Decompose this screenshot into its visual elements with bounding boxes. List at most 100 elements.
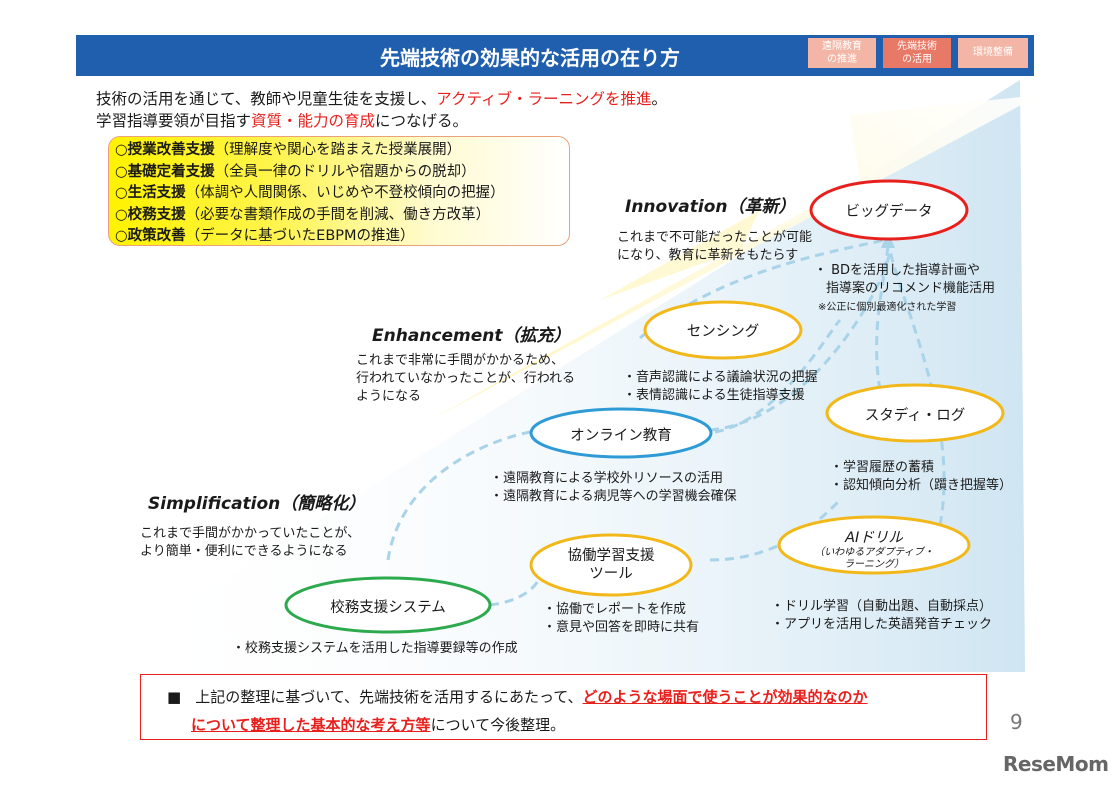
online-bullets: ・遠隔教育による学校外リソースの活用 ・遠隔教育による病児等への学習機会確保 <box>490 470 737 506</box>
collab-label-line: ツール <box>589 566 633 582</box>
node-ellipses <box>284 179 1005 634</box>
desc-line: ようになる <box>356 389 422 404</box>
support-item: ○基礎定着支援（全員一律のドリルや宿題からの脱却） <box>115 162 505 184</box>
aidrill-bullets: ・ドリル学習（自動出題、自動採点） ・アプリを活用した英語発音チェック <box>771 598 992 634</box>
bullet-line: ・表情認識による生徒指導支援 <box>623 388 805 403</box>
intro-text-part: 。 <box>651 90 668 108</box>
bullet-line: ・学習履歴の蓄積 <box>830 460 935 475</box>
intro-highlight: 資質・能力の育成 <box>251 112 376 130</box>
square-bullet-icon: ■ <box>167 688 182 706</box>
collab-ellipse <box>529 533 693 597</box>
intro-text-part: につなげる。 <box>375 112 469 130</box>
enhancement-heading: Enhancement（拡充） <box>372 326 571 346</box>
studylog-ellipse <box>825 383 1005 443</box>
tab-remote-education[interactable]: 遠隔教育 の推進 <box>808 38 876 68</box>
aidrill-title: AIドリル <box>845 530 903 546</box>
desc-line: これまで手間がかかっていたことが、 <box>140 526 361 541</box>
desc-line: これまで不可能だったことが可能 <box>617 230 813 245</box>
page-number: 9 <box>1010 710 1023 734</box>
aidrill-ellipse <box>777 515 971 575</box>
simplification-desc: これまで手間がかかっていたことが、 より簡単・便利にできるようになる <box>140 525 360 561</box>
innovation-desc: これまで不可能だったことが可能 になり、教育に革新をもたらす <box>617 229 812 265</box>
bullet-line: ・認知傾向分析（躓き把握等） <box>830 478 1013 493</box>
yellow-wedge-small <box>600 210 760 300</box>
page-title: 先端技術の効果的な活用の在り方 <box>380 46 680 70</box>
support-item-title: ○校務支援 <box>115 206 186 223</box>
bullet-line: ・遠隔教育による学校外リソースの活用 <box>490 471 723 486</box>
studylog-bullets: ・学習履歴の蓄積 ・認知傾向分析（躓き把握等） <box>830 459 1012 495</box>
bullet-line: ・アプリを活用した英語発音チェック <box>771 617 993 632</box>
desc-line: 行われていなかったことが、行われる <box>356 371 576 386</box>
support-item: ○生活支援（体調や人間関係、いじめや不登校傾向の把握） <box>115 183 505 205</box>
intro-highlight: アクティブ・ラーニングを推進 <box>436 90 652 108</box>
summary-part: 上記の整理に基づいて、先端技術を活用するにあたって、 <box>195 688 583 706</box>
bigdata-note: ※公正に個別最適化された学習 <box>818 302 957 313</box>
bullet-line: ・ BDを活用した指導計画や <box>814 263 981 278</box>
summary-highlight: どのような場面で使うことが効果的なのか <box>582 688 868 706</box>
tab-label: 先端技術 の活用 <box>897 41 937 65</box>
bullet-line: ・ドリル学習（自動出題、自動採点） <box>771 599 993 614</box>
support-item-title: ○基礎定着支援 <box>115 163 215 180</box>
bullet-line: ・音声認識による議論状況の把握 <box>623 370 818 385</box>
sensing-ellipse <box>643 300 803 360</box>
support-item-title: ○授業改善支援 <box>115 142 215 158</box>
bigdata-bullets: ・ BDを活用した指導計画や 指導案のリコメンド機能活用 ※公正に個別最適化され… <box>814 262 995 313</box>
support-list-box: ○授業改善支援（理解度や関心を踏まえた授業展開） ○基礎定着支援（全員一律のドリ… <box>108 136 570 246</box>
aidrill-label: AIドリル （いわゆるアダプティブ・ ラーニング） <box>779 526 969 571</box>
aidrill-sub: （いわゆるアダプティブ・ <box>814 547 934 558</box>
intro-text: 技術の活用を通じて、教師や児童生徒を支援し、アクティブ・ラーニングを推進。 学習… <box>96 88 667 132</box>
admin-label: 校務支援システム <box>330 600 446 616</box>
blue-wedge <box>110 80 1025 672</box>
admin-ellipse <box>284 576 492 634</box>
enhancement-desc: これまで非常に手間がかかるため、 行われていなかったことが、行われる ようになる <box>356 352 575 406</box>
tab-label: 環境整備 <box>973 47 1013 58</box>
summary-box: ■ 上記の整理に基づいて、先端技術を活用するにあたって、どのような場面で使うことが… <box>140 674 987 740</box>
support-item-desc: （必要な書類作成の手間を削減、働き方改革） <box>185 206 491 223</box>
support-item-desc: （体調や人間関係、いじめや不登校傾向の把握） <box>185 185 505 201</box>
tab-environment[interactable]: 環境整備 <box>958 38 1028 68</box>
support-item: ○校務支援（必要な書類作成の手間を削減、働き方改革） <box>115 205 505 227</box>
support-item: ○政策改善（データに基づいたEBPMの推進） <box>115 226 505 248</box>
summary-highlight: について整理した基本的な考え方等 <box>191 716 431 734</box>
bullet-line: ・協働でレポートを作成 <box>543 602 687 617</box>
support-item-title: ○政策改善 <box>115 228 186 244</box>
support-item-desc: （データに基づいたEBPMの推進） <box>185 228 415 244</box>
support-item: ○授業改善支援（理解度や関心を踏まえた授業展開） <box>115 140 505 162</box>
innovation-heading: Innovation（革新） <box>625 197 796 217</box>
tab-advanced-tech[interactable]: 先端技術 の活用 <box>883 38 951 68</box>
bullet-line: 指導案のリコメンド機能活用 <box>826 281 996 296</box>
online-label: オンライン教育 <box>570 428 672 444</box>
studylog-label: スタディ・ログ <box>864 408 966 424</box>
collab-label-line: 協働学習支援 <box>567 548 655 564</box>
intro-line-2: 学習指導要領が目指す資質・能力の育成につなげる。 <box>96 110 667 132</box>
support-item-title: ○生活支援 <box>115 185 186 201</box>
bullet-line: ・校務支援システムを活用した指導要録等の作成 <box>232 641 518 656</box>
aidrill-sub: ラーニング） <box>844 559 904 570</box>
support-item-desc: （理解度や関心を踏まえた授業展開） <box>214 142 462 158</box>
bullet-line: ・遠隔教育による病児等への学習機会確保 <box>490 489 737 504</box>
tab-label: 遠隔教育 の推進 <box>822 41 862 65</box>
support-item-desc: （全員一律のドリルや宿題からの脱却） <box>214 163 476 180</box>
desc-line: になり、教育に革新をもたらす <box>617 248 799 263</box>
sensing-label: センシング <box>686 324 760 340</box>
bigdata-ellipse <box>809 179 969 241</box>
collab-label: 協働学習支援 ツール <box>531 547 691 583</box>
summary-part: について今後整理。 <box>430 716 566 734</box>
collab-bullets: ・協働でレポートを作成 ・意見や回答を即時に共有 <box>543 601 699 637</box>
bullet-line: ・意見や回答を即時に共有 <box>543 620 700 635</box>
summary-text: ■ 上記の整理に基づいて、先端技術を活用するにあたって、どのような場面で使うことが… <box>167 683 868 739</box>
desc-line: これまで非常に手間がかかるため、 <box>356 353 565 368</box>
online-ellipse <box>529 407 713 459</box>
desc-line: より簡単・便利にできるようになる <box>140 544 348 559</box>
resemom-logo: ReseMom <box>1003 752 1109 776</box>
admin-bullets: ・校務支援システムを活用した指導要録等の作成 <box>232 640 518 658</box>
intro-line-1: 技術の活用を通じて、教師や児童生徒を支援し、アクティブ・ラーニングを推進。 <box>96 88 667 110</box>
yellow-wedge-large <box>430 95 1040 420</box>
intro-text-part: 技術の活用を通じて、教師や児童生徒を支援し、 <box>96 90 437 108</box>
connector-paths <box>386 238 946 607</box>
summary-line-2: について整理した基本的な考え方等について今後整理。 <box>167 711 868 739</box>
simplification-heading: Simplification（簡略化） <box>148 494 366 514</box>
summary-line-1: ■ 上記の整理に基づいて、先端技術を活用するにあたって、どのような場面で使うことが… <box>167 683 868 711</box>
intro-text-part: 学習指導要領が目指す <box>96 112 252 130</box>
